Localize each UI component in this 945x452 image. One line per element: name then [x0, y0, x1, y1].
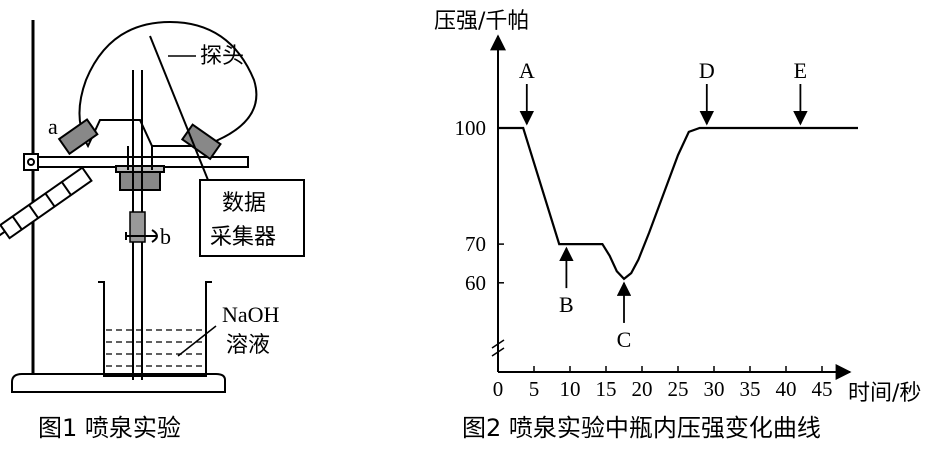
label-clip-b: b [160, 224, 171, 249]
figure2-caption: 图2 喷泉实验中瓶内压强变化曲线 [462, 414, 821, 442]
solution-leader [177, 325, 217, 357]
x-tick-label: 5 [529, 377, 540, 401]
y-axis-break [491, 339, 505, 357]
data-collector-box [199, 179, 305, 257]
clamp-screw [27, 158, 35, 166]
figure1-apparatus [0, 20, 305, 393]
label-probe: 探头 [200, 44, 244, 69]
flask-body [78, 20, 258, 149]
y-tick-label: 60 [465, 271, 486, 295]
x-axis-label: 时间/秒 [848, 381, 921, 406]
syringe [0, 166, 93, 247]
x-tick-label: 20 [632, 377, 653, 401]
figure2-chart: 压强/千帕 时间/秒 0 5 10 15 20 25 30 35 40 45 60 70 100 A B C… [434, 9, 921, 406]
label-collector-line2: 采集器 [210, 225, 276, 250]
naoh-solution-level [106, 329, 204, 367]
x-tick-label: 40 [776, 377, 797, 401]
stopper-center [115, 165, 165, 191]
point-label-e: E [794, 58, 807, 83]
x-tick-label: 15 [596, 377, 617, 401]
rubber-tube [129, 211, 146, 243]
x-tick-label: 45 [812, 377, 833, 401]
label-collector-line1: 数据 [222, 191, 266, 216]
clip-b [125, 229, 158, 243]
label-solution-line2: 溶液 [226, 333, 270, 358]
y-tick-label: 100 [455, 116, 487, 140]
point-label-c: C [617, 327, 632, 352]
beaker [98, 281, 212, 377]
probe-wire [149, 35, 209, 181]
stand-base [11, 373, 226, 393]
y-axis-label: 压强/千帕 [434, 9, 529, 34]
stopper-left [57, 118, 99, 156]
x-tick-label: 10 [560, 377, 581, 401]
point-label-a: A [519, 58, 535, 83]
flask-neck [127, 146, 153, 170]
x-tick-label: 0 [493, 377, 504, 401]
x-tick-label: 35 [740, 377, 761, 401]
x-tick-label: 30 [704, 377, 725, 401]
x-tick-label: 25 [668, 377, 689, 401]
y-tick-label: 70 [465, 232, 486, 256]
clamp-knob [23, 153, 39, 171]
label-clip-a: a [48, 114, 58, 139]
pressure-curve [498, 126, 858, 281]
point-label-d: D [699, 58, 715, 83]
point-label-b: B [559, 292, 574, 317]
label-solution-line1: NaOH [222, 302, 280, 327]
figure1-caption: 图1 喷泉实验 [38, 414, 181, 442]
